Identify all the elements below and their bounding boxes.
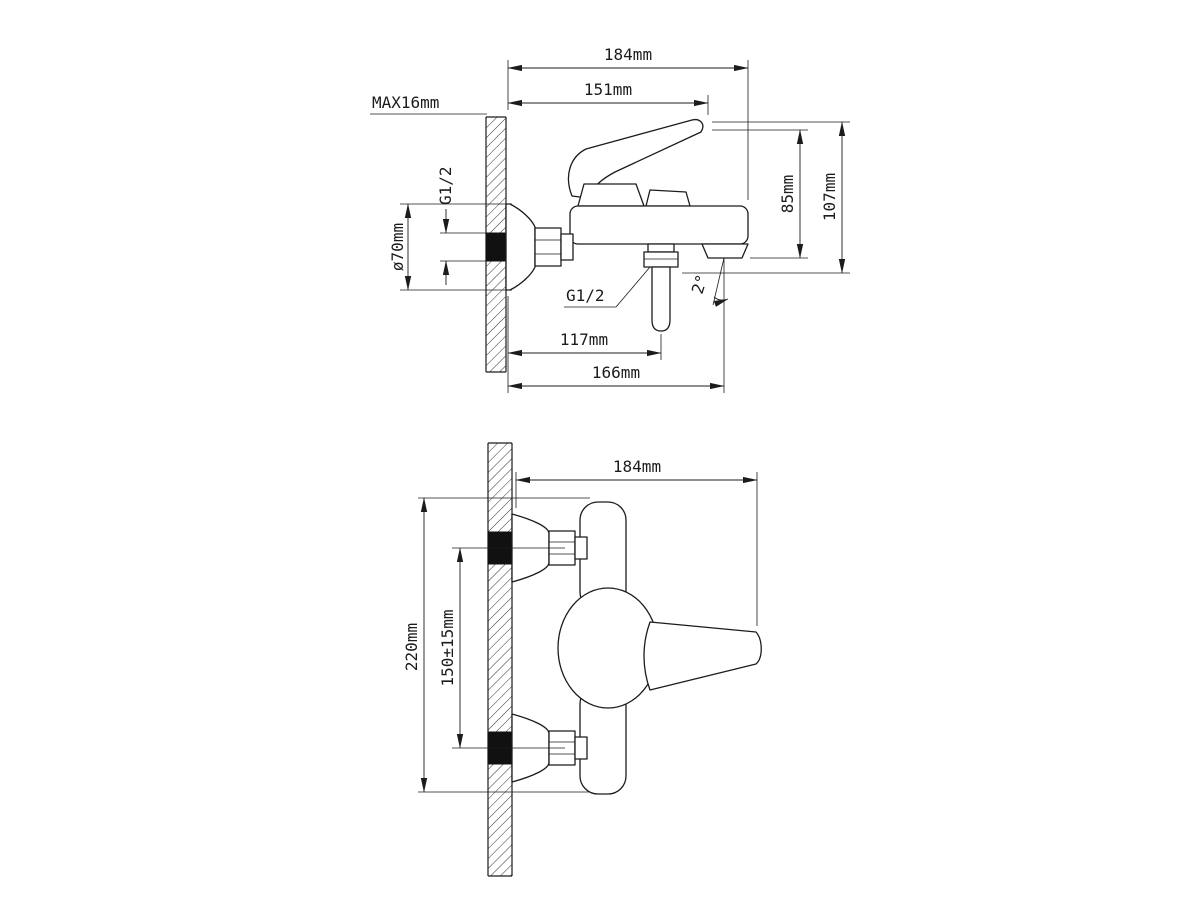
- dim-spout-reach: 166mm: [507, 363, 725, 390]
- faucet-front-profile: [511, 501, 762, 795]
- dim-label-overall-height: 107mm: [820, 173, 839, 221]
- hose-nipple-hatched: [651, 266, 671, 332]
- faucet-handle-front: [643, 621, 762, 691]
- escutcheon-side: [505, 203, 536, 291]
- dim-overall-width: 184mm: [515, 457, 758, 626]
- inlet-nut-facets: [535, 239, 561, 255]
- pipe-inlet-block: [485, 232, 507, 262]
- dim-label-overall-depth: 184mm: [604, 45, 652, 64]
- dim-body-height: 220mm: [402, 497, 590, 793]
- faucet-body-front: [557, 587, 659, 709]
- front-view: 184mm 220mm 150±15mm: [402, 442, 762, 877]
- faucet-cartridge-dome: [577, 183, 645, 207]
- dim-overall-depth: 184mm: [507, 45, 749, 200]
- inlet-neck-bottom: [574, 736, 588, 760]
- dim-inlet-thread: G1/2: [436, 166, 486, 285]
- dim-wall-max: MAX16mm: [370, 93, 487, 115]
- dim-label-overall-width: 184mm: [613, 457, 661, 476]
- dim-label-hose-offset: 117mm: [560, 330, 608, 349]
- dim-spout-height: 85mm: [712, 129, 808, 259]
- inlet-neck-side: [560, 233, 574, 261]
- side-view: 184mm 151mm MAX16mm G1/2 ø70mm: [370, 45, 850, 393]
- dim-label-inlet-spacing: 150±15mm: [438, 609, 457, 686]
- inlet-nut-bottom-facets: [549, 741, 575, 755]
- dim-handle-depth: 151mm: [507, 80, 709, 115]
- wall-hatch-front: [488, 443, 512, 876]
- inlet-nut-side: [534, 227, 562, 267]
- dim-label-inlet-thread: G1/2: [436, 166, 455, 205]
- hose-flange: [647, 243, 675, 253]
- faucet-spout-side: [701, 243, 749, 259]
- dim-label-hose-thread: G1/2: [566, 286, 605, 305]
- dim-label-handle-depth: 151mm: [584, 80, 632, 99]
- dim-hose-offset: 117mm: [507, 296, 662, 393]
- dim-label-spout-height: 85mm: [778, 175, 797, 214]
- dim-escutcheon-dia: ø70mm: [388, 203, 512, 291]
- dim-hose-thread: G1/2: [564, 266, 651, 308]
- faucet-side-profile: [505, 118, 749, 332]
- dim-inlet-spacing: 150±15mm: [438, 547, 565, 749]
- dim-label-wall-max: MAX16mm: [372, 93, 439, 112]
- inlet-neck-top: [574, 536, 588, 560]
- dim-label-body-height: 220mm: [402, 623, 421, 671]
- inlet-nut-top-facets: [549, 541, 575, 555]
- dim-overall-height: 107mm: [682, 121, 850, 274]
- dim-spout-angle: 2°: [688, 257, 729, 393]
- dim-label-spout-reach: 166mm: [592, 363, 640, 382]
- faucet-body-side: [569, 205, 749, 245]
- dim-label-escutcheon-dia: ø70mm: [388, 223, 407, 271]
- dim-label-spout-angle: 2°: [688, 272, 712, 296]
- faucet-diverter-knob: [645, 189, 691, 207]
- hose-hex-nut: [643, 251, 679, 268]
